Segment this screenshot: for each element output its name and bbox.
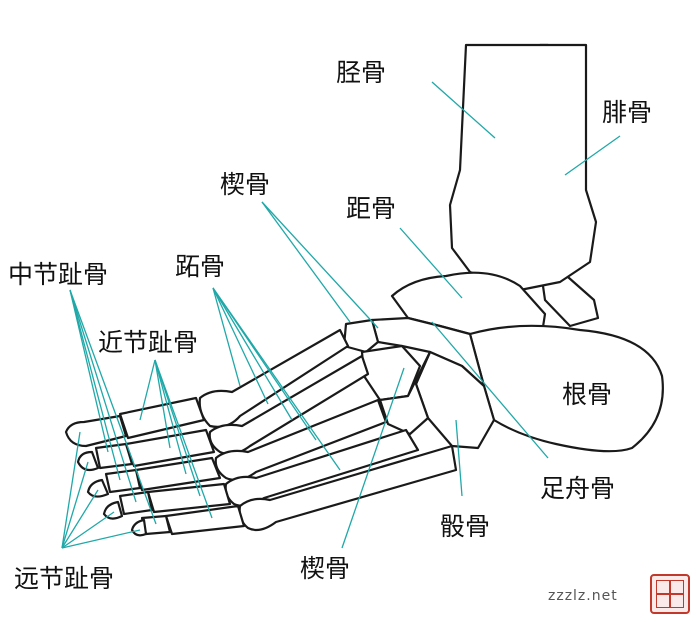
tibia-bone	[448, 43, 598, 292]
distal-phalanx-4	[102, 500, 124, 520]
leader-line-cuneiform-2	[261, 201, 379, 329]
leader-line-middle-4	[69, 289, 157, 525]
leader-line-middle-1	[69, 289, 109, 453]
middle-phalanx-4	[118, 490, 154, 516]
leader-line-distal-3	[61, 489, 99, 549]
leader-line-distal-1	[61, 431, 81, 549]
leader-line-distal-4	[61, 511, 115, 549]
leader-line-distal-5	[61, 529, 141, 549]
calcaneus-bone	[468, 324, 664, 453]
leader-line-metatarsal-2	[212, 287, 269, 405]
leader-line-cuboid	[455, 419, 463, 497]
leader-line-tibia	[431, 81, 496, 139]
label-proximal-phalanx: 近节趾骨	[98, 328, 199, 357]
label-talus: 距骨	[346, 194, 397, 223]
label-middle-phalanx: 中节趾骨	[8, 260, 109, 289]
label-calcaneus: 根骨	[562, 380, 613, 409]
leader-line-proximal-1	[139, 359, 156, 421]
leader-line-navicular	[431, 321, 549, 459]
leader-line-proximal-5	[154, 359, 213, 519]
leader-line-middle-2	[69, 289, 121, 481]
label-cuneiform-top: 楔骨	[220, 170, 271, 199]
distal-phalanx-5	[130, 518, 148, 537]
label-tibia: 胫骨	[336, 58, 387, 87]
seal-stamp-icon	[650, 574, 690, 614]
label-distal-phalanx: 远节趾骨	[14, 564, 115, 593]
leader-line-proximal-3	[154, 359, 187, 475]
leader-line-metatarsal-1	[212, 287, 241, 387]
distal-phalanx-2	[76, 450, 100, 472]
label-navicular: 足舟骨	[540, 474, 616, 503]
distal-phalanx-3	[86, 478, 110, 498]
leader-line-fibula	[564, 135, 621, 176]
leader-line-metatarsal-5	[212, 287, 341, 471]
leader-line-middle-3	[69, 289, 137, 503]
cuneiform-bone-1	[342, 318, 380, 354]
leader-line-cuneiform-1	[261, 201, 351, 323]
leader-line-proximal-2	[154, 359, 171, 449]
leader-lines	[61, 81, 621, 549]
leader-line-distal-2	[61, 461, 89, 549]
watermark-text: zzzlz.net	[548, 588, 618, 604]
label-cuboid: 骰骨	[440, 512, 491, 541]
middle-phalanx-3	[104, 468, 142, 494]
bone-outlines	[64, 43, 664, 537]
label-cuneiform-bottom: 楔骨	[300, 554, 351, 583]
leader-line-talus	[399, 227, 463, 299]
label-fibula: 腓骨	[602, 98, 653, 127]
leader-line-cuneiform-bottom	[341, 367, 405, 549]
cuneiform-bone-3	[378, 350, 432, 436]
label-metatarsal: 跖骨	[175, 252, 226, 281]
leader-line-metatarsal-3	[212, 287, 293, 421]
